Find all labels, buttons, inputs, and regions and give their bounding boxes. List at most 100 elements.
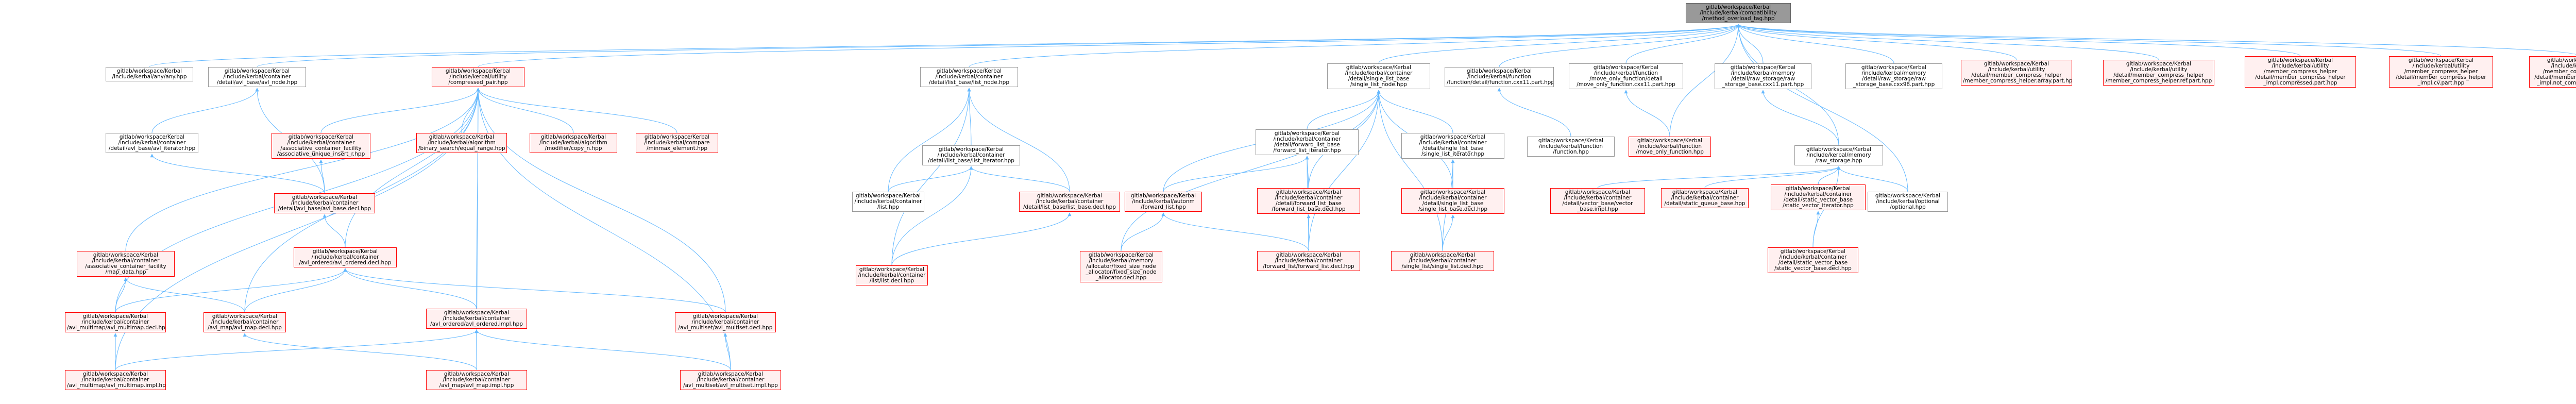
graph-node[interactable]: gitlab/workspace/Kerbal/include/kerbal/a… (416, 133, 507, 153)
graph-node-root[interactable]: gitlab/workspace/Kerbal/include/kerbal/c… (1686, 3, 1791, 23)
graph-node[interactable]: gitlab/workspace/Kerbal/include/kerbal/c… (1257, 251, 1360, 271)
graph-node-label-line: /detail/list_base/list_base.decl.hpp (1023, 204, 1116, 210)
graph-node[interactable]: gitlab/workspace/Kerbal/include/kerbal/c… (77, 251, 175, 277)
graph-node[interactable]: gitlab/workspace/Kerbal/include/kerbal/c… (204, 312, 286, 332)
graph-node[interactable]: gitlab/workspace/Kerbal/include/kerbal/c… (1550, 188, 1645, 214)
graph-node-label-line: gitlab/workspace/Kerbal (1276, 252, 1342, 258)
graph-node-label-line: gitlab/workspace/Kerbal (1538, 138, 1604, 144)
graph-node[interactable]: gitlab/workspace/Kerbal/include/kerbal/c… (294, 247, 397, 267)
graph-edge (1308, 90, 1381, 251)
graph-node-label-line: /associative_container_facility (85, 263, 166, 270)
graph-node-label-line: /avl_multiset/avl_multiset.impl.hpp (683, 382, 778, 389)
graph-node[interactable]: gitlab/workspace/Kerbal/include/kerbal/c… (1771, 184, 1866, 210)
graph-node-label-line: /include/kerbal/container (691, 319, 759, 325)
graph-node[interactable]: gitlab/workspace/Kerbal/include/kerbal/c… (1256, 129, 1359, 155)
graph-node-label-line: /include/kerbal/container (1671, 195, 1739, 201)
graph-node[interactable]: gitlab/workspace/Kerbal/include/kerbal/c… (208, 67, 306, 87)
graph-node[interactable]: gitlab/workspace/Kerbal/include/kerbal/a… (1125, 192, 1202, 212)
graph-node-label-line: /detail/raw_storage/raw (1862, 76, 1926, 82)
graph-node-label-line: /single_list_iterator.hpp (1421, 151, 1484, 157)
graph-node[interactable]: gitlab/workspace/Kerbal/include/kerbal/c… (1661, 188, 1749, 208)
graph-node-label-line: /single_list_base.decl.hpp (1418, 206, 1488, 212)
graph-edge (1736, 24, 1764, 64)
graph-edge (478, 24, 1740, 68)
graph-edge (1121, 90, 1381, 251)
graph-node[interactable]: gitlab/workspace/Kerbal/include/kerbal/m… (1080, 251, 1162, 282)
graph-node-label-line: gitlab/workspace/Kerbal (288, 134, 354, 140)
graph-node-label-line: /include/kerbal/function (1538, 143, 1603, 149)
graph-edge (320, 88, 480, 133)
graph-node-label-line: /single_list/single_list.decl.hpp (1401, 263, 1484, 270)
graph-node-label-line: /include/kerbal/container (443, 377, 511, 383)
graph-node[interactable]: gitlab/workspace/Kerbal/include/kerbal/c… (426, 370, 527, 390)
graph-node-label-line: /map_data.hpp (105, 269, 146, 275)
graph-node[interactable]: gitlab/workspace/Kerbal/include/kerbal/c… (856, 265, 928, 285)
graph-node[interactable]: gitlab/workspace/Kerbal/include/kerbal/c… (675, 312, 776, 332)
graph-node[interactable]: gitlab/workspace/Kerbal/include/kerbal/c… (65, 370, 166, 390)
graph-node-label-line: /detail/avl_base/avl_base.decl.hpp (278, 206, 371, 212)
graph-node[interactable]: gitlab/workspace/Kerbal/include/kerbal/c… (680, 370, 781, 390)
graph-node-label-line: /include/kerbal/algorithm (428, 140, 496, 146)
graph-node-label-line: gitlab/workspace/Kerbal (540, 134, 606, 140)
graph-node[interactable]: gitlab/workspace/Kerbal/include/kerbal/m… (1715, 63, 1811, 89)
graph-node[interactable]: gitlab/workspace/Kerbal/include/kerbal/c… (922, 145, 1020, 165)
graph-edge (124, 277, 245, 313)
graph-node[interactable]: gitlab/workspace/Kerbal/include/kerbal/c… (65, 312, 166, 332)
graph-node-label-line: /function.hpp (1553, 149, 1589, 155)
graph-node-label-line: /detail/vector_base/vector (1562, 200, 1633, 207)
graph-node[interactable]: gitlab/workspace/Kerbal/include/kerbal/u… (432, 67, 524, 87)
graph-node-label-line: /detail/static_queue_base.hpp (1664, 200, 1745, 207)
graph-node-label-line: /include/kerbal/container (935, 74, 1003, 80)
graph-node[interactable]: gitlab/workspace/Kerbal/include/kerbal/c… (1401, 133, 1504, 159)
graph-node[interactable]: gitlab/workspace/Kerbal/include/kerbal/c… (1391, 251, 1494, 271)
graph-node[interactable]: gitlab/workspace/Kerbal/include/kerbal/m… (1794, 145, 1883, 165)
graph-node-label-line: /list/list.decl.hpp (869, 278, 914, 284)
graph-node[interactable]: gitlab/workspace/Kerbal/include/kerbal/c… (1768, 247, 1858, 273)
graph-node[interactable]: gitlab/workspace/Kerbal/include/kerbal/c… (426, 309, 527, 329)
graph-node[interactable]: gitlab/workspace/Kerbal/include/kerbal/u… (2245, 56, 2356, 88)
graph-node[interactable]: gitlab/workspace/Kerbal/include/kerbal/u… (2103, 60, 2214, 86)
graph-node-label-line: gitlab/workspace/Kerbal (936, 68, 1002, 74)
graph-node-label-line: /include/kerbal/memory (1806, 152, 1871, 158)
graph-edge (967, 88, 972, 146)
graph-node[interactable]: gitlab/workspace/Kerbal/include/kerbal/c… (1401, 188, 1504, 214)
graph-node[interactable]: gitlab/workspace/Kerbal/include/kerbal/u… (2529, 56, 2576, 88)
graph-node[interactable]: gitlab/workspace/Kerbal/include/kerbal/c… (852, 192, 924, 212)
graph-node-label-line: /include/kerbal/container (311, 254, 379, 260)
graph-node[interactable]: gitlab/workspace/Kerbal/include/kerbal/f… (1445, 67, 1554, 87)
graph-edge (474, 329, 731, 371)
graph-node[interactable]: gitlab/workspace/Kerbal/include/kerbal/c… (1257, 188, 1360, 214)
graph-edge (1307, 90, 1381, 130)
graph-node[interactable]: gitlab/workspace/Kerbal/include/kerbal/c… (1019, 192, 1120, 212)
graph-node[interactable]: gitlab/workspace/Kerbal/include/kerbal/c… (920, 67, 1018, 87)
graph-node-label-line: /detail/member_compress_helper (2396, 74, 2486, 80)
graph-node[interactable]: gitlab/workspace/Kerbal/include/kerbal/a… (106, 67, 193, 81)
graph-node[interactable]: gitlab/workspace/Kerbal/include/kerbal/c… (1327, 63, 1430, 89)
graph-edge (1442, 214, 1455, 251)
graph-node-label-line: /forward_list_iterator.hpp (1273, 147, 1341, 154)
graph-node-label-line: gitlab/workspace/Kerbal (82, 313, 148, 319)
graph-node-label-line: /single_list_node.hpp (1350, 81, 1408, 88)
graph-node[interactable]: gitlab/workspace/Kerbal/include/kerbal/u… (1961, 60, 2072, 86)
graph-node[interactable]: gitlab/workspace/Kerbal/include/kerbal/c… (274, 193, 375, 213)
graph-node[interactable]: gitlab/workspace/Kerbal/include/kerbal/c… (636, 133, 718, 153)
graph-node-label-line: /member_compress_helper.ref.part.hpp (2105, 78, 2212, 84)
graph-node-label-line: gitlab/workspace/Kerbal (1346, 64, 1412, 71)
graph-node-label-line: /avl_multiset/avl_multiset.decl.hpp (678, 325, 773, 331)
graph-node[interactable]: gitlab/workspace/Kerbal/include/kerbal/c… (272, 133, 370, 159)
graph-node[interactable]: gitlab/workspace/Kerbal/include/kerbal/o… (1868, 192, 1948, 212)
graph-node[interactable]: gitlab/workspace/Kerbal/include/kerbal/a… (530, 133, 617, 153)
graph-node-label-line: /method_overload_tag.hpp (1702, 15, 1775, 22)
graph-node-label-line: /detail/raw_storage/raw (1731, 76, 1795, 82)
graph-node[interactable]: gitlab/workspace/Kerbal/include/kerbal/m… (1845, 63, 1942, 89)
graph-node[interactable]: gitlab/workspace/Kerbal/include/kerbal/f… (1629, 137, 1711, 157)
graph-node-label-line: /forward_list/forward_list.decl.hpp (1263, 263, 1354, 270)
graph-edge (969, 166, 1070, 192)
graph-node-label-line: gitlab/workspace/Kerbal (1276, 189, 1342, 195)
graph-node[interactable]: gitlab/workspace/Kerbal/include/kerbal/c… (106, 133, 198, 153)
graph-node-label-line: /include/kerbal/container (287, 140, 355, 146)
graph-node[interactable]: gitlab/workspace/Kerbal/include/kerbal/u… (2389, 56, 2493, 88)
graph-node[interactable]: gitlab/workspace/Kerbal/include/kerbal/f… (1569, 63, 1683, 89)
graph-node[interactable]: gitlab/workspace/Kerbal/include/kerbal/f… (1527, 137, 1615, 157)
graph-node-label-line: gitlab/workspace/Kerbal (312, 248, 378, 255)
